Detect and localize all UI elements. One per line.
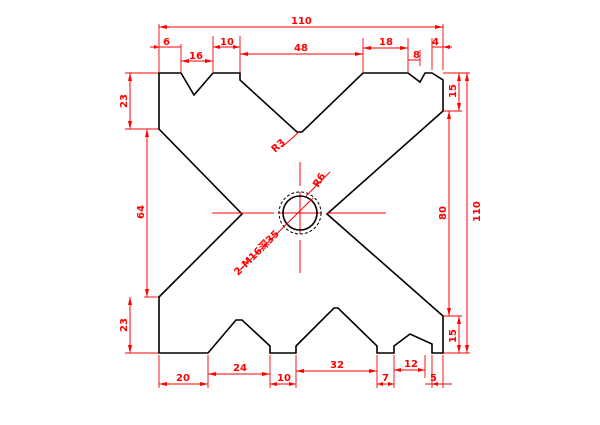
- dim-110-right: 110: [472, 201, 483, 222]
- dim-20: 20: [176, 373, 190, 384]
- dim-23-top-left: 23: [119, 94, 130, 108]
- dim-6: 6: [163, 37, 170, 48]
- dim-10-bottom: 10: [277, 373, 291, 384]
- center-lines: [212, 162, 386, 273]
- bottom-dimensions: [159, 368, 452, 386]
- radius-r3-label: R3: [270, 137, 288, 155]
- dim-15-top-right: 15: [448, 84, 459, 98]
- dim-18: 18: [379, 37, 393, 48]
- dim-5: 5: [430, 373, 437, 384]
- hole-callout-leader: [237, 197, 314, 273]
- dim-32: 32: [330, 360, 344, 371]
- dim-64: 64: [136, 205, 147, 219]
- dim-16: 16: [189, 51, 203, 62]
- r6-leader: [305, 171, 331, 197]
- dim-15-bottom-right: 15: [448, 329, 459, 343]
- dim-80: 80: [438, 206, 449, 220]
- thread-outer-circle: [278, 191, 322, 235]
- r3-leader: [281, 131, 300, 148]
- dim-23-bottom-left: 23: [119, 318, 130, 332]
- dim-10-top: 10: [220, 37, 234, 48]
- dim-12: 12: [404, 359, 418, 370]
- right-dimensions: [447, 73, 469, 353]
- dim-overall-width-top: 110: [291, 16, 312, 27]
- extension-lines: [125, 24, 470, 388]
- dim-24: 24: [233, 363, 247, 374]
- dim-8: 8: [413, 50, 420, 61]
- hole-callout-label: 2-M16深35: [231, 227, 282, 278]
- hole-circle: [282, 195, 318, 231]
- top-dimensions: [150, 25, 452, 63]
- dim-48: 48: [294, 43, 308, 54]
- dim-4: 4: [432, 37, 439, 48]
- left-dimensions: [128, 73, 149, 353]
- radius-r6-label: R6: [311, 171, 328, 189]
- dim-7: 7: [382, 373, 389, 384]
